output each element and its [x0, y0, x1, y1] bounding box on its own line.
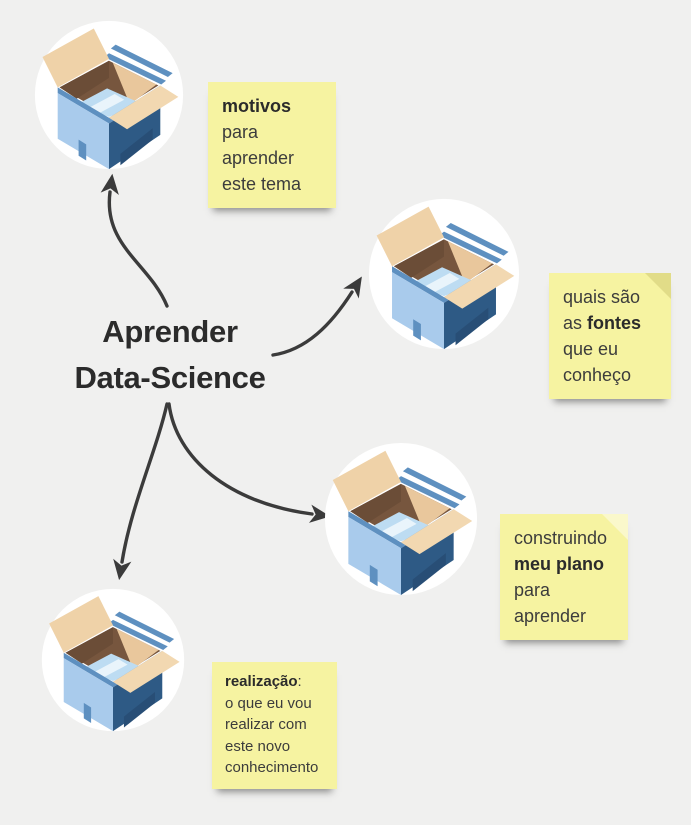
open-box-icon [33, 19, 185, 171]
note-line: meu plano [514, 554, 605, 574]
note-line: que eu [563, 339, 619, 359]
note-line: as fontes [563, 313, 642, 333]
node-plano[interactable] [323, 441, 479, 597]
node-fontes[interactable] [367, 197, 521, 351]
central-topic-line2: Data-Science [74, 360, 266, 395]
note-line: conheço [563, 365, 632, 385]
branch-arrow-motivos [100, 173, 169, 308]
sticky-note-plano[interactable]: construindo meu plano para aprender [500, 514, 628, 640]
note-line: construindo [514, 528, 608, 548]
note-line: o que eu vou [225, 694, 312, 712]
branch-arrow-realizacao [113, 402, 169, 581]
sticky-note-fontes[interactable]: quais são as fontes que eu conheço [549, 273, 671, 399]
note-line: conhecimento [225, 759, 319, 776]
note-line: este tema [222, 174, 302, 194]
open-box-icon [367, 197, 521, 351]
sticky-note-realizacao[interactable]: realização: o que eu vou realizar com es… [212, 662, 337, 789]
sticky-note-motivos[interactable]: motivos para aprender este tema [208, 82, 336, 208]
open-box-icon [323, 441, 479, 597]
note-line: para [514, 580, 551, 600]
note-line: quais são [563, 287, 641, 307]
note-line: realizar com [225, 716, 307, 733]
central-topic[interactable]: Aprender Data-Science [30, 309, 310, 401]
note-line: para [222, 122, 259, 142]
branch-arrow-plano [167, 402, 331, 523]
note-line: realização: [225, 673, 302, 690]
note-line: aprender [222, 148, 295, 168]
node-motivos[interactable] [33, 19, 185, 171]
note-line: este novo [225, 737, 291, 755]
central-topic-line1: Aprender [102, 314, 238, 349]
note-line: aprender [514, 606, 587, 626]
node-realizacao[interactable] [40, 587, 186, 733]
note-line: motivos [222, 96, 292, 116]
open-box-icon [40, 587, 186, 733]
